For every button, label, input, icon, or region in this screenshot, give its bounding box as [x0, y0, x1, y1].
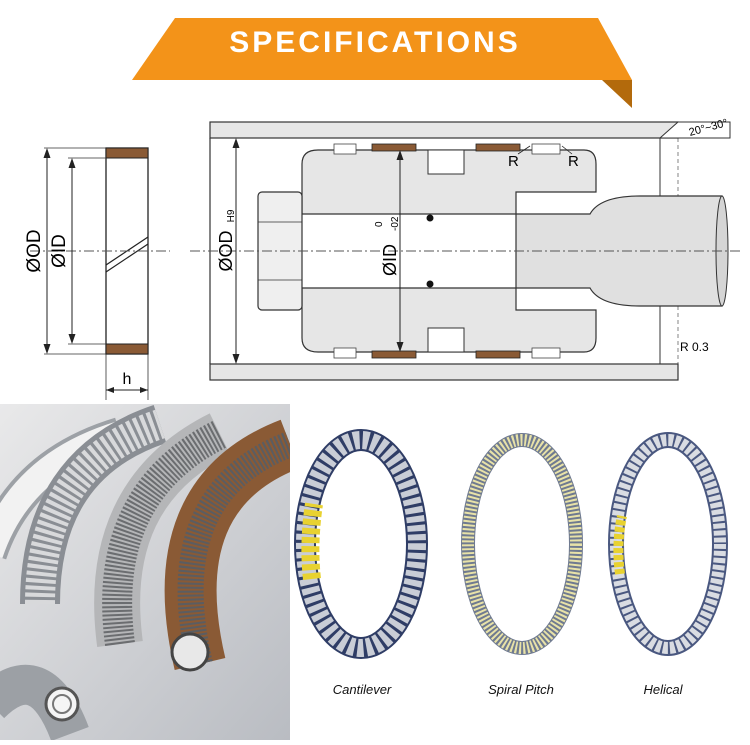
bore-od-tolerance: H9: [226, 209, 237, 222]
rod-id-upper-tolerance: 0: [374, 221, 385, 227]
seal-profiles-photo: [0, 404, 300, 742]
cantilever-spring-ring: [294, 429, 428, 659]
seal-cross-section: [30, 147, 170, 400]
housing-assembly: [190, 121, 740, 381]
specifications-banner: SPECIFICATIONS: [0, 0, 750, 110]
height-dimension-label: h: [123, 371, 132, 388]
caption-cantilever: Cantilever: [332, 682, 392, 697]
banner-ribbon-shape: [132, 18, 632, 108]
seal-profiles-illustration: [0, 404, 300, 742]
spiral-pitch-spring-ring: [461, 433, 583, 655]
radius-label-right: R: [568, 153, 579, 170]
rod-id-label: ØID: [380, 244, 400, 276]
radius-label-left: R: [508, 153, 519, 170]
id-dimension-label: ØID: [49, 234, 70, 268]
caption-helical: Helical: [643, 682, 683, 697]
spring-rings-illustration: [290, 404, 750, 740]
page-title: SPECIFICATIONS: [229, 26, 521, 59]
caption-spiral-pitch: Spiral Pitch: [488, 682, 554, 697]
spring-types-photo: [290, 404, 750, 740]
seal-technical-drawing: ØOD ØID h: [0, 110, 750, 400]
rod-id-lower-tolerance: -02: [390, 216, 401, 231]
bore-od-label: ØOD: [216, 230, 236, 271]
od-dimension-label: ØOD: [24, 229, 45, 272]
helical-spring-ring: [608, 432, 728, 656]
corner-radius-label: R 0.3: [680, 340, 709, 354]
drawing-svg: ØOD ØID h: [24, 117, 740, 400]
